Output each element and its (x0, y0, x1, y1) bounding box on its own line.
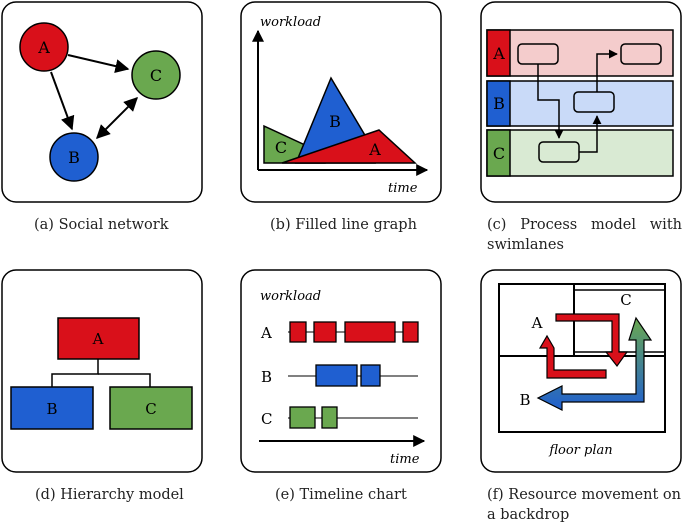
flow-a1-c1 (537, 64, 564, 139)
panel-e-xlabel: time (390, 452, 420, 467)
task-b1 (573, 91, 615, 113)
lane-b-label: B (493, 94, 505, 113)
panel-b-ylabel: workload (260, 15, 321, 30)
floor-plan-outer-wall (498, 283, 666, 433)
edge-a-to-b (50, 71, 75, 131)
panel-f-resource-movement: A C B floor plan (480, 269, 682, 473)
hierarchy-node-a-label: A (92, 330, 104, 348)
timeline-a-bar-4 (402, 321, 419, 343)
lane-b (486, 80, 674, 127)
area-c-label: C (275, 138, 287, 157)
task-c1 (538, 141, 580, 163)
hierarchy-link-a-c (98, 373, 151, 387)
lane-c-label: C (493, 144, 505, 163)
caption-b: (b) Filled line graph (270, 217, 417, 233)
panel-e-ylabel: workload (260, 289, 321, 304)
node-a (19, 22, 69, 72)
area-a-label: A (368, 140, 381, 159)
hierarchy-node-c-label: C (145, 400, 156, 418)
panel-a-social-network: A C B (1, 1, 203, 203)
caption-e: (e) Timeline chart (275, 487, 407, 503)
node-b (49, 132, 99, 182)
timeline-a-bar-3 (344, 321, 396, 343)
timeline-c-bar-1 (289, 406, 316, 429)
hierarchy-node-c (109, 386, 193, 430)
resource-label-c: C (620, 291, 631, 309)
panel-e-timeline-chart: workload A B C time (240, 269, 442, 473)
node-c (131, 50, 181, 100)
node-b-label: B (68, 148, 80, 167)
hierarchy-node-b (10, 386, 94, 430)
caption-c: (c) Process model with swimlanes (487, 217, 682, 253)
panel-d-hierarchy-model: A B C (1, 269, 203, 473)
timeline-a-bar-1 (289, 321, 307, 343)
flow-c1-b1 (579, 115, 602, 153)
edge-b-c (96, 97, 138, 139)
panel-b-xlabel: time (388, 181, 418, 196)
floor-plan-label: floor plan (548, 443, 612, 458)
area-b-label: B (329, 112, 341, 131)
caption-a: (a) Social network (34, 217, 169, 233)
lane-a-label: A (492, 44, 505, 63)
movement-arrow-back-to-a (538, 334, 607, 379)
timeline-row-a-label: A (260, 324, 272, 342)
movement-arrow-c-to-b (536, 316, 653, 411)
caption-f: (f) Resource movement on a backdrop (487, 487, 681, 523)
lane-a-header (486, 29, 511, 77)
timeline-row-b-label: B (261, 368, 272, 386)
timeline-row-c-label: C (261, 410, 272, 428)
timeline-b-bar-2 (360, 364, 381, 387)
timeline-a-bar-2 (313, 321, 337, 343)
task-a1 (517, 43, 559, 65)
panel-c-process-model: A B C (480, 1, 682, 203)
timeline-b-bar-1 (315, 364, 358, 387)
timeline-c-bar-2 (321, 406, 338, 429)
movement-arrow-a-to-room (555, 313, 629, 368)
edge-a-to-c (67, 54, 130, 73)
lane-c-header (486, 129, 511, 177)
flow-b1-a2 (596, 49, 618, 92)
hierarchy-link-a-b (51, 359, 99, 387)
area-a (281, 129, 417, 164)
caption-d: (d) Hierarchy model (35, 487, 184, 503)
panel-b-filled-line-graph: workload time C B A (240, 1, 442, 203)
hierarchy-node-b-label: B (46, 400, 57, 418)
task-a2 (620, 43, 662, 65)
resource-label-a: A (531, 314, 543, 332)
resource-label-b: B (519, 391, 530, 409)
node-a-label: A (37, 38, 50, 57)
panel-d-frame (1, 269, 203, 473)
hierarchy-node-a (57, 317, 140, 360)
node-c-label: C (150, 66, 162, 85)
lane-c (486, 129, 674, 177)
lane-b-header (486, 80, 511, 127)
